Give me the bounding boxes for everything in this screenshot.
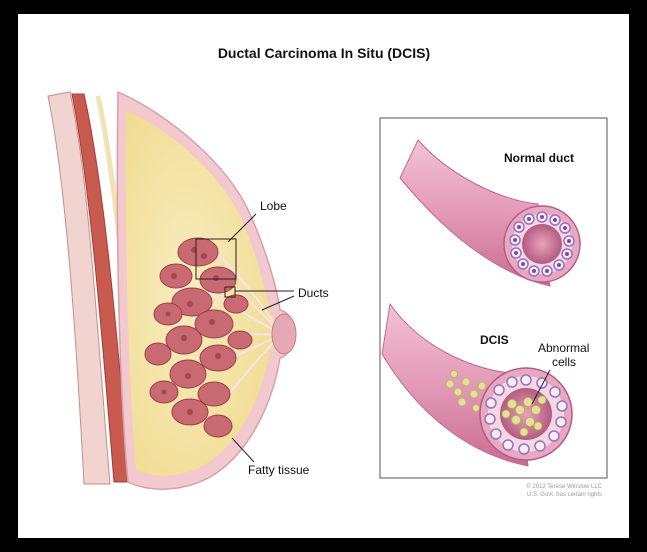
normal-duct-label: Normal duct xyxy=(504,151,574,165)
normal-duct-lumen xyxy=(522,224,562,264)
nipple xyxy=(272,314,296,354)
credit-line-1: © 2012 Terese Winslow LLC xyxy=(526,483,602,490)
dcis-label: DCIS xyxy=(480,333,509,347)
normal-duct-cross-section xyxy=(504,206,580,282)
breast-cross-section: Lobe Ducts Fatty tissue xyxy=(48,92,329,489)
ducts-label: Ducts xyxy=(298,286,329,300)
illustration-panel: Ductal Carcinoma In Situ (DCIS) xyxy=(18,14,629,538)
abnormal-cells-label-line1: Abnormal xyxy=(538,341,589,355)
duct-comparison-inset: Normal duct xyxy=(380,118,607,478)
dcis-duct-cross-section xyxy=(480,368,572,460)
credit-line-2: U.S. Govt. has certain rights xyxy=(527,492,602,498)
dcis-diagram: Ductal Carcinoma In Situ (DCIS) xyxy=(18,14,629,538)
abnormal-cells-label-line2: cells xyxy=(552,355,576,369)
diagram-title: Ductal Carcinoma In Situ (DCIS) xyxy=(218,45,430,61)
fatty-tissue-label: Fatty tissue xyxy=(248,463,310,477)
lobe-label: Lobe xyxy=(260,199,287,213)
